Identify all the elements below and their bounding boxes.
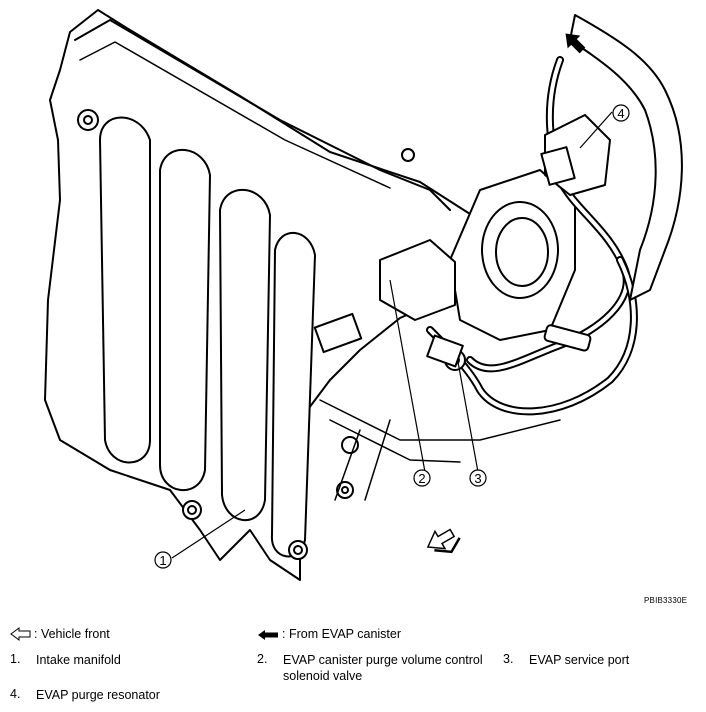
callout-1: 1 [154,551,172,569]
from-evap-canister-arrow-icon [565,33,586,54]
svg-text:2: 2 [418,471,425,486]
air-duct [569,14,683,301]
callout-3: 3 [469,469,487,487]
vehicle-front-arrow-icon [426,528,461,554]
reference-code: PBIB3330E [644,596,688,605]
engine-diagram: 1 2 3 4 [44,9,683,581]
bolt [341,436,359,454]
callout-2: 2 [413,469,431,487]
bolt [401,148,415,162]
svg-text:3: 3 [474,471,481,486]
legend-item-number: 3. [503,652,514,666]
vehicle-front-legend-icon [10,627,31,641]
runner-3 [219,188,271,521]
legend-from-evap-canister: : From EVAP canister [282,627,402,641]
legend-item-service-port: EVAP service port [529,653,630,667]
from-evap-canister-legend-icon [258,630,278,640]
runner-1 [99,116,151,464]
manifold-rail [74,19,451,211]
runner-2 [159,148,211,492]
svg-text:4: 4 [617,106,624,121]
legend-item-number: 1. [10,652,21,666]
legend-vehicle-front: : Vehicle front [34,627,110,641]
svg-text:1: 1 [159,553,166,568]
legend-item-number: 4. [10,687,21,701]
legend-item-number: 2. [257,652,268,666]
purge-solenoid-valve [379,239,456,321]
callout-4: 4 [612,104,630,122]
legend-item-purge-valve-line2: solenoid valve [283,669,363,683]
runner-4 [270,232,316,558]
legend-item-intake-manifold: Intake manifold [36,653,121,667]
legend-item-purge-valve-line1: EVAP canister purge volume control [283,653,483,667]
legend-item-purge-resonator: EVAP purge resonator [36,688,160,702]
